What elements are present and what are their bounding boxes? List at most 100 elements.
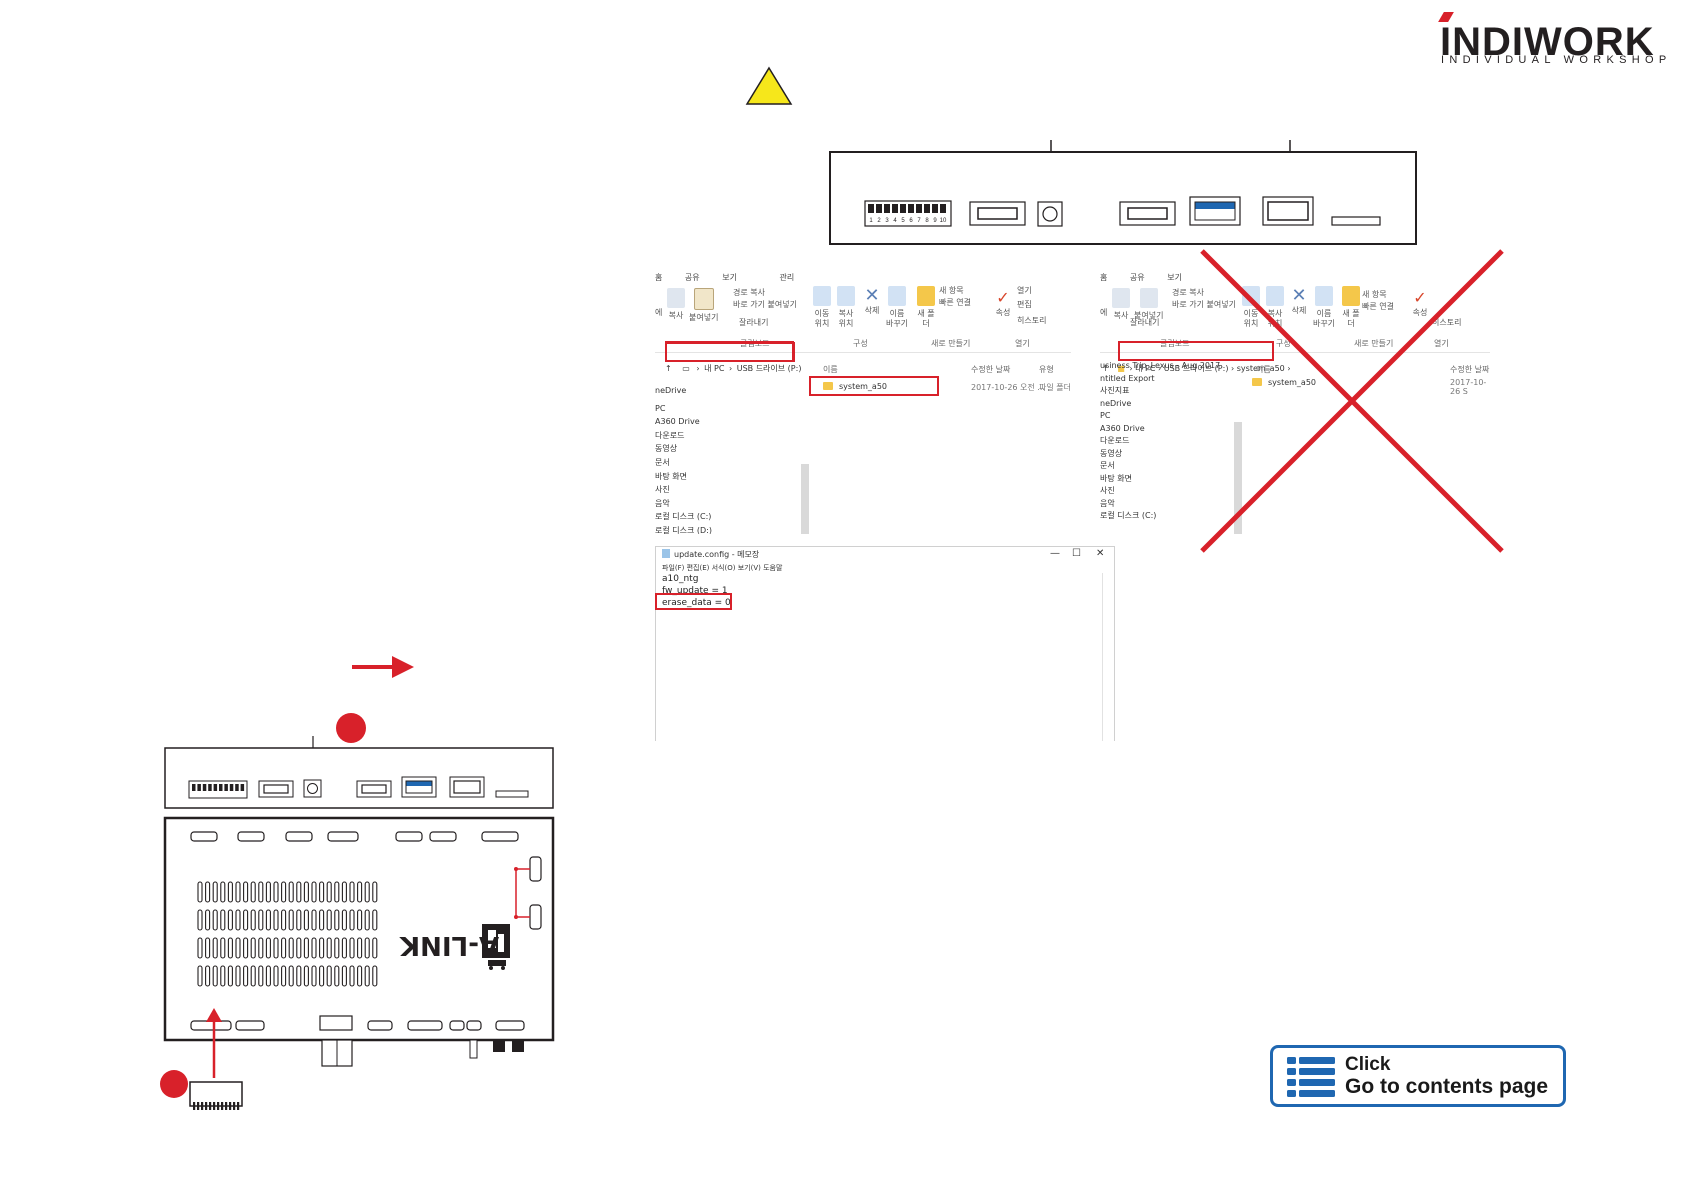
nav-item[interactable]: A360 Drive xyxy=(655,417,700,427)
breadcrumb-item[interactable]: system_a50 xyxy=(1236,364,1285,373)
copy-button[interactable]: 복사 xyxy=(667,288,685,321)
tab-home[interactable]: 홈 xyxy=(655,273,663,282)
nav-item[interactable]: neDrive xyxy=(655,386,687,395)
column-header-type[interactable]: 유형 xyxy=(1039,365,1054,374)
nav-item[interactable]: 문서 xyxy=(1100,461,1115,470)
rename-button[interactable]: 이름 바꾸기 xyxy=(885,286,909,329)
breadcrumb-item[interactable]: 내 PC xyxy=(1135,364,1156,373)
new-folder-button[interactable]: 새 폴더 xyxy=(1340,286,1362,329)
notepad-scrollbar[interactable] xyxy=(1102,573,1113,741)
nav-item[interactable]: 바탕 화면 xyxy=(1100,473,1132,483)
open-button[interactable]: 열기 xyxy=(1017,286,1032,295)
copy-path-button[interactable]: 경로 복사 xyxy=(1172,288,1204,297)
a-link-brand-text: A-LINK xyxy=(400,930,500,960)
address-bar[interactable]: ↑ ▭ › 내 PC › USB 드라이브 (P:) xyxy=(665,360,801,378)
step-marker xyxy=(336,713,366,743)
minimize-button[interactable]: — xyxy=(1050,548,1060,559)
new-item-button[interactable]: 새 항목 xyxy=(1362,290,1387,299)
nav-item[interactable]: ntitled Export xyxy=(1100,373,1155,383)
delete-button[interactable]: ✕삭제 xyxy=(861,286,883,316)
new-folder-button[interactable]: 새 폴더 xyxy=(915,286,937,329)
nav-item[interactable]: 다운로드 xyxy=(655,430,685,440)
history-button[interactable]: 히스토리 xyxy=(1432,318,1462,327)
nav-item[interactable]: 동영상 xyxy=(1100,448,1123,458)
cut-button[interactable]: 잘라내기 xyxy=(739,318,769,327)
nav-item[interactable]: 사진 xyxy=(1100,486,1115,495)
properties-button[interactable]: ✓속성 xyxy=(993,288,1013,318)
nav-item[interactable]: PC xyxy=(1100,411,1111,420)
maximize-button[interactable]: ☐ xyxy=(1072,548,1081,559)
nav-item[interactable]: 음악 xyxy=(655,498,670,508)
dip-lever xyxy=(924,204,930,213)
nav-item[interactable]: usiness Trip_Lexus - Aug 2017 xyxy=(1100,361,1221,370)
tab-share[interactable]: 공유 xyxy=(1129,273,1145,282)
copy-path-button[interactable]: 경로 복사 xyxy=(733,288,765,297)
properties-button[interactable]: ✓속성 xyxy=(1410,288,1430,318)
dip-lever xyxy=(892,204,898,213)
easy-access-button[interactable]: 빠른 연결 xyxy=(939,298,971,307)
checkmark-icon: ✓ xyxy=(1413,288,1427,307)
tab-share[interactable]: 공유 xyxy=(684,273,700,282)
tab-view[interactable]: 보기 xyxy=(722,273,737,282)
paste-button[interactable]: 붙여넣기 xyxy=(689,288,718,323)
nav-item[interactable]: 동영상 xyxy=(655,444,678,454)
nav-item[interactable]: neDrive xyxy=(1100,398,1132,408)
nav-scrollbar[interactable] xyxy=(1234,422,1242,534)
nav-item[interactable]: 다운로드 xyxy=(1100,436,1130,445)
up-arrow-icon: ↑ xyxy=(665,364,672,373)
history-button[interactable]: 히스토리 xyxy=(1017,316,1047,325)
logo-tagline: INDIVIDUAL WORKSHOP xyxy=(1441,54,1672,66)
address-highlight xyxy=(1118,341,1274,361)
move-to-button[interactable]: 이동 위치 xyxy=(811,286,833,329)
nav-item[interactable]: PC xyxy=(655,403,666,413)
list-item[interactable]: system_a50 xyxy=(1252,378,1316,387)
breadcrumb-item[interactable]: USB 드라이브 (P:) xyxy=(736,364,802,373)
nav-item[interactable]: 사진 xyxy=(655,485,670,495)
list-item[interactable]: system_a50 xyxy=(823,382,887,391)
pin-button[interactable]: 에 xyxy=(655,308,663,317)
nav-scrollbar[interactable] xyxy=(801,464,809,534)
nav-item[interactable]: 로컬 디스크 (D:) xyxy=(655,525,712,534)
close-button[interactable]: ✕ xyxy=(1096,548,1105,559)
nav-item[interactable]: 로컬 디스크 (C:) xyxy=(655,512,712,522)
nav-item[interactable]: 문서 xyxy=(655,457,670,467)
address-highlight xyxy=(665,341,794,362)
nav-item[interactable]: 사진지표 xyxy=(1100,386,1130,395)
tab-home[interactable]: 홈 xyxy=(1100,273,1108,282)
menu-edit[interactable]: 편집(E) xyxy=(686,564,710,572)
paste-shortcut-button[interactable]: 바로 가기 붙여넣기 xyxy=(1172,300,1236,309)
column-header-name[interactable]: 이름 xyxy=(1256,365,1271,374)
folder-icon xyxy=(1342,286,1360,306)
tab-manage[interactable]: 관리 xyxy=(779,273,795,282)
column-header-name[interactable]: 이름 xyxy=(823,365,838,374)
cut-button[interactable]: 잘라내기 xyxy=(1130,318,1160,327)
nav-item[interactable]: 바탕 화면 xyxy=(655,471,687,481)
nav-item[interactable]: 음악 xyxy=(1100,498,1115,508)
nav-item[interactable]: A360 Drive xyxy=(1100,423,1145,433)
breadcrumb-item[interactable]: 내 PC xyxy=(704,364,725,373)
menu-file[interactable]: 파일(F) xyxy=(662,564,685,572)
menu-view[interactable]: 보기(V) xyxy=(737,564,761,572)
delete-button[interactable]: ✕삭제 xyxy=(1288,286,1310,316)
column-header-date[interactable]: 수정한 날짜 xyxy=(1450,365,1490,374)
breadcrumb-item[interactable]: USB 드라이브 (P:) xyxy=(1163,364,1229,373)
column-header-date[interactable]: 수정한 날짜 xyxy=(971,365,1011,374)
paste-button[interactable]: 붙여넣기 xyxy=(1134,288,1163,321)
copy-to-button[interactable]: 복사 위치 xyxy=(835,286,857,329)
drive-icon: ▭ xyxy=(682,364,690,373)
tab-view[interactable]: 보기 xyxy=(1167,273,1182,282)
copy-button[interactable]: 복사 xyxy=(1112,288,1130,321)
nav-item[interactable]: 로컬 디스크 (C:) xyxy=(1100,511,1157,520)
address-bar[interactable]: ↑ ■ › 내 PC › USB 드라이브 (P:) › system_a50 … xyxy=(1102,360,1291,378)
easy-access-button[interactable]: 빠른 연결 xyxy=(1362,302,1394,311)
menu-help[interactable]: 도움말 xyxy=(763,564,783,572)
go-to-contents-button[interactable]: Click Go to contents page xyxy=(1270,1045,1566,1107)
new-item-button[interactable]: 새 항목 xyxy=(939,286,964,295)
rename-button[interactable]: 이름 바꾸기 xyxy=(1312,286,1336,329)
edit-button[interactable]: 편집 xyxy=(1017,300,1032,309)
menu-format[interactable]: 서식(O) xyxy=(711,564,736,572)
paste-shortcut-button[interactable]: 바로 가기 붙여넣기 xyxy=(733,300,797,309)
pin-button[interactable]: 에 xyxy=(1100,308,1108,317)
device-diagram xyxy=(160,713,555,1110)
